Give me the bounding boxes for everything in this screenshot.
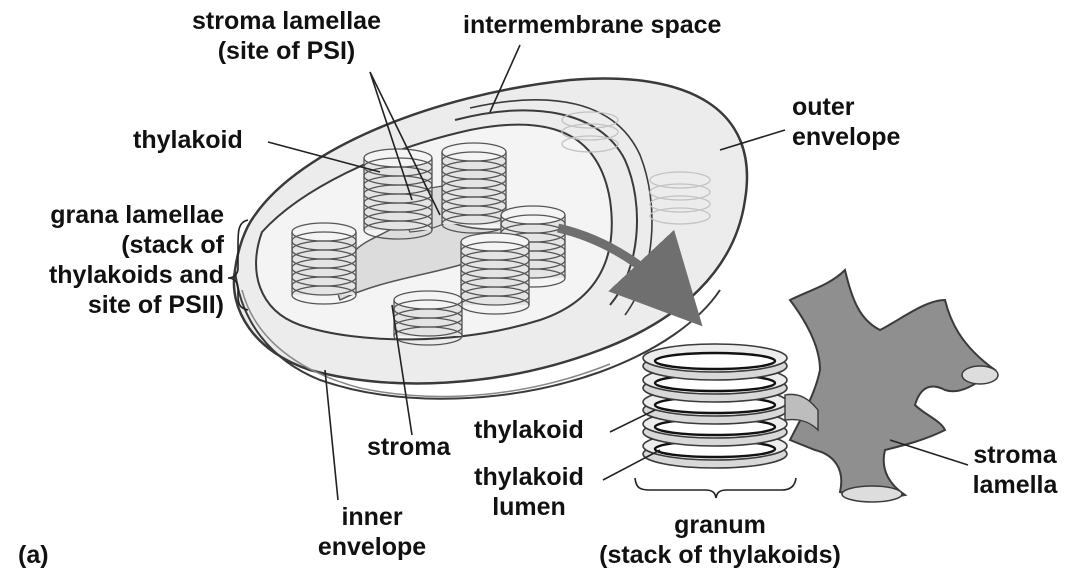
label-thylakoid-lumen-line1: thylakoid: [454, 462, 604, 492]
label-granum-line2: (stack of thylakoids): [590, 540, 850, 570]
granum-stack: [461, 233, 529, 314]
bracket-granum: [635, 478, 796, 498]
granum-stack: [442, 143, 506, 233]
label-intermembrane-space: intermembrane space: [463, 10, 721, 40]
granum-stack: [292, 223, 356, 304]
thylakoid-lumen-ring: [655, 353, 775, 369]
label-thylakoid: thylakoid: [133, 125, 243, 155]
panel-label: (a): [18, 540, 49, 570]
granum-detail: [643, 344, 818, 468]
label-stroma-lamellae: stroma lamellae (site of PSI): [192, 6, 381, 66]
label-thylakoid-lumen-line2: lumen: [454, 492, 604, 522]
label-thylakoid-detail: thylakoid: [474, 415, 584, 445]
stroma-lamella-end: [962, 366, 998, 384]
label-inner-envelope: inner envelope: [298, 502, 446, 562]
label-grana-lamellae-line3: thylakoids and: [6, 260, 224, 290]
label-stroma-lamella-line1: stroma: [955, 440, 1075, 470]
label-stroma-lamella-line2: lamella: [955, 470, 1075, 500]
label-thylakoid-lumen: thylakoid lumen: [454, 462, 604, 522]
label-stroma-lamellae-line2: (site of PSI): [192, 36, 381, 66]
label-grana-lamellae-line1: grana lamellae: [6, 200, 224, 230]
stroma-lamella-end-2: [842, 486, 902, 502]
label-outer-envelope: outer envelope: [792, 92, 900, 152]
label-stroma-lamella: stroma lamella: [955, 440, 1075, 500]
label-outer-envelope-line2: envelope: [792, 122, 900, 152]
granum-stack: [364, 149, 432, 239]
label-stroma: stroma: [367, 432, 450, 462]
label-granum-line1: granum: [590, 510, 850, 540]
label-granum: granum (stack of thylakoids): [590, 510, 850, 570]
label-stroma-lamellae-line1: stroma lamellae: [192, 6, 381, 36]
label-grana-lamellae-line4: site of PSII): [6, 290, 224, 320]
label-inner-envelope-line2: envelope: [298, 532, 446, 562]
label-grana-lamellae-line2: (stack of: [6, 230, 224, 260]
label-outer-envelope-line1: outer: [792, 92, 900, 122]
label-inner-envelope-line1: inner: [298, 502, 446, 532]
label-grana-lamellae: grana lamellae (stack of thylakoids and …: [6, 200, 224, 320]
leader-inner-envelope: [325, 370, 338, 500]
leader-lumen: [603, 450, 660, 480]
